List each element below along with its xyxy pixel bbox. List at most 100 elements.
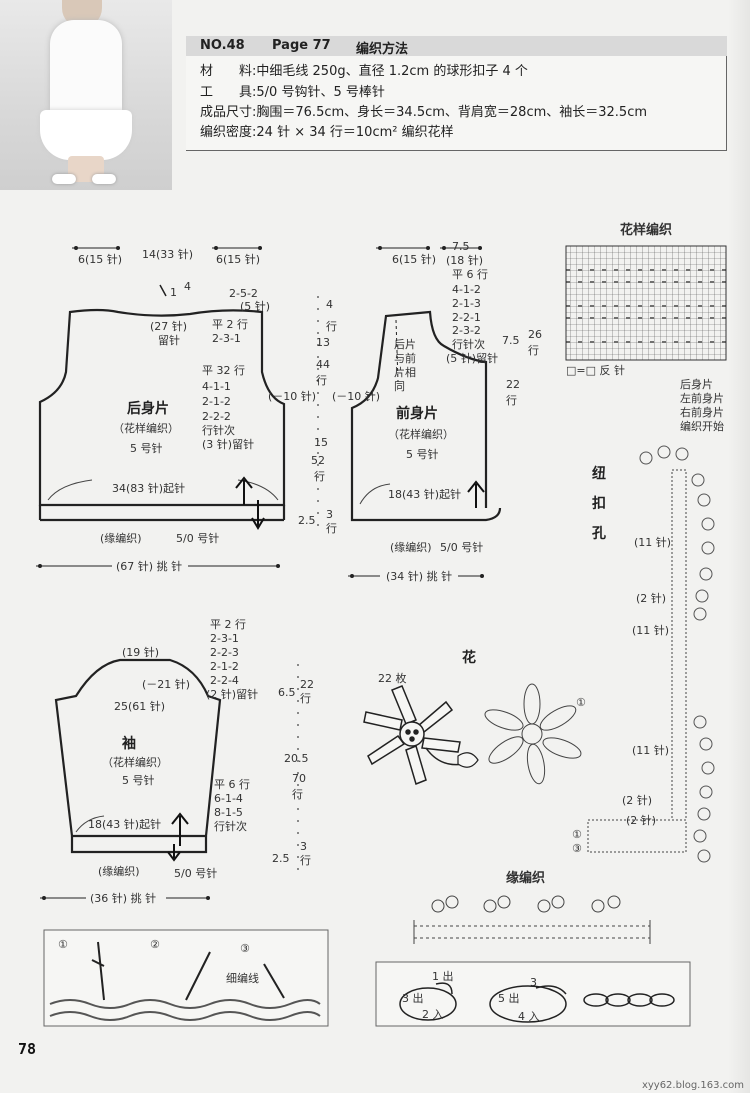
svg-text:5 号针: 5 号针 <box>406 447 439 461</box>
svg-text:52: 52 <box>311 454 325 467</box>
svg-text:(2 针)留针: (2 针)留针 <box>206 687 258 701</box>
baby-photo <box>0 0 172 190</box>
svg-text:行: 行 <box>292 788 303 801</box>
svg-text:2-2-1: 2-2-1 <box>452 311 481 324</box>
page-shade <box>728 0 750 1093</box>
svg-text:①: ① <box>576 696 586 709</box>
pattern-number: NO.48 <box>200 38 245 53</box>
svg-text:2-1-3: 2-1-3 <box>452 297 481 310</box>
svg-text:行: 行 <box>506 394 517 407</box>
svg-text:③: ③ <box>240 942 250 955</box>
howto-box-1: ① ② ③ 细编线 <box>43 929 329 1027</box>
svg-text:18(43 针)起针: 18(43 针)起针 <box>88 817 161 831</box>
svg-text:行: 行 <box>528 344 539 357</box>
back-top-left: 6(15 针) <box>78 252 122 266</box>
svg-text:右前身片: 右前身片 <box>680 405 724 419</box>
chart-title: 花样编织 <box>620 222 672 238</box>
svg-text:行针次: 行针次 <box>452 337 485 351</box>
front-outline <box>350 310 488 508</box>
svg-text:6-1-4: 6-1-4 <box>214 792 243 805</box>
svg-text:13: 13 <box>316 336 330 349</box>
svg-text:34(83 针)起针: 34(83 针)起针 <box>112 481 185 495</box>
svg-text:(34 针) 挑 针: (34 针) 挑 针 <box>386 569 452 583</box>
svg-text:孔: 孔 <box>592 526 606 542</box>
svg-text:22: 22 <box>506 378 520 391</box>
svg-text:2 入: 2 入 <box>422 1008 444 1021</box>
svg-text:行: 行 <box>300 692 311 705</box>
svg-text:□=□ 反 针: □=□ 反 针 <box>566 363 625 377</box>
svg-text:(3 针)留针: (3 针)留针 <box>202 437 254 451</box>
svg-text:纽: 纽 <box>592 465 606 482</box>
svg-text:2-1-2: 2-1-2 <box>210 660 239 673</box>
svg-text:(27 针): (27 针) <box>150 319 187 333</box>
svg-text:3: 3 <box>530 976 537 989</box>
back-pattern: （花样编织） <box>113 421 179 435</box>
back-top-right: 6(15 针) <box>216 252 260 266</box>
buttonhole-band: 纽 扣 孔 (11 针) (2 针) (11 针) (11 针) (2 针) (… <box>572 445 715 863</box>
svg-text:2-5-2: 2-5-2 <box>229 287 258 300</box>
svg-text:①: ① <box>58 938 68 951</box>
svg-text:(－10 针): (－10 针) <box>332 389 380 403</box>
page-number: 78 <box>18 1040 37 1058</box>
svg-text:4: 4 <box>184 280 191 293</box>
photo-cardigan <box>50 20 122 120</box>
photo-dress <box>40 110 132 160</box>
edging-title: 缘编织 <box>506 870 545 886</box>
method-title: 编织方法 <box>356 42 409 57</box>
svg-text:3: 3 <box>326 508 333 521</box>
svg-text:(2 针): (2 针) <box>626 813 656 827</box>
svg-text:2-3-1: 2-3-1 <box>210 632 239 645</box>
back-needle: 5 号针 <box>130 441 163 455</box>
svg-text:(－21 针): (－21 针) <box>142 677 190 691</box>
svg-text:22 枚: 22 枚 <box>378 671 407 685</box>
back-panel: 后身片 （花样编织） 5 号针 6(15 针) 14(33 针) 6(15 针)… <box>36 246 316 573</box>
svg-text:5/0 号针: 5/0 号针 <box>176 531 219 545</box>
photo-shoe <box>52 174 76 184</box>
svg-text:(11 针): (11 针) <box>632 743 669 757</box>
svg-text:(缘编织): (缘编织) <box>390 540 432 554</box>
edging-diagram: 缘编织 <box>413 870 651 944</box>
svg-text:细编线: 细编线 <box>226 971 259 985</box>
svg-text:左前身片: 左前身片 <box>680 391 724 405</box>
svg-text:(19 针): (19 针) <box>122 645 159 659</box>
svg-text:平 2 行: 平 2 行 <box>212 318 248 331</box>
svg-text:①: ① <box>572 828 582 841</box>
info-gauge: 编织密度:24 针 × 34 行＝10cm² 编织花样 <box>200 125 454 140</box>
svg-text:5 出: 5 出 <box>498 991 520 1005</box>
back-top-mid: 14(33 针) <box>142 247 193 261</box>
svg-text:1 出: 1 出 <box>432 969 454 983</box>
svg-text:片相: 片相 <box>394 366 416 379</box>
page-ref: Page 77 <box>272 38 331 53</box>
info-size: 成品尺寸:胸围＝76.5cm、身长＝34.5cm、背肩宽＝28cm、袖长＝32.… <box>200 105 648 120</box>
svg-text:平 32 行: 平 32 行 <box>202 364 245 377</box>
photo-shoe <box>92 174 116 184</box>
front-panel: 前身片 （花样编织） 5 号针 6(15 针) 7.5 (18 针) 平 6 行… <box>332 240 542 583</box>
svg-text:（花样编织）: （花样编织） <box>102 755 168 769</box>
svg-text:后身片: 后身片 <box>680 377 713 391</box>
svg-text:7.5: 7.5 <box>502 334 520 347</box>
stitch-chart: 花样编织 □=□ 反 针 后身片 左前身片 右前身片 编织开始 <box>565 222 727 433</box>
svg-text:③: ③ <box>572 842 582 855</box>
svg-text:行针次: 行针次 <box>214 819 247 833</box>
back-down-arrow <box>251 500 265 530</box>
svg-text:22: 22 <box>300 678 314 691</box>
svg-text:2-3-1: 2-3-1 <box>212 332 241 345</box>
svg-text:(缘编织): (缘编织) <box>98 864 140 878</box>
svg-text:后片: 后片 <box>394 338 416 351</box>
svg-text:20.5: 20.5 <box>284 752 309 765</box>
svg-text:2-2-3: 2-2-3 <box>210 646 239 659</box>
svg-text:25(61 针): 25(61 针) <box>114 699 165 713</box>
svg-text:2-1-2: 2-1-2 <box>202 395 231 408</box>
svg-text:70: 70 <box>292 772 306 785</box>
back-up-arrow <box>235 476 253 505</box>
svg-text:(2 针): (2 针) <box>622 793 652 807</box>
svg-text:同: 同 <box>394 380 405 393</box>
svg-text:(36 针) 挑 针: (36 针) 挑 针 <box>90 891 156 905</box>
svg-text:26: 26 <box>528 328 542 341</box>
back-name: 后身片 <box>127 400 169 417</box>
svg-text:(11 针): (11 针) <box>632 623 669 637</box>
svg-text:5/0 号针: 5/0 号针 <box>440 540 483 554</box>
svg-text:44: 44 <box>316 358 330 371</box>
svg-text:8-1-5: 8-1-5 <box>214 806 243 819</box>
